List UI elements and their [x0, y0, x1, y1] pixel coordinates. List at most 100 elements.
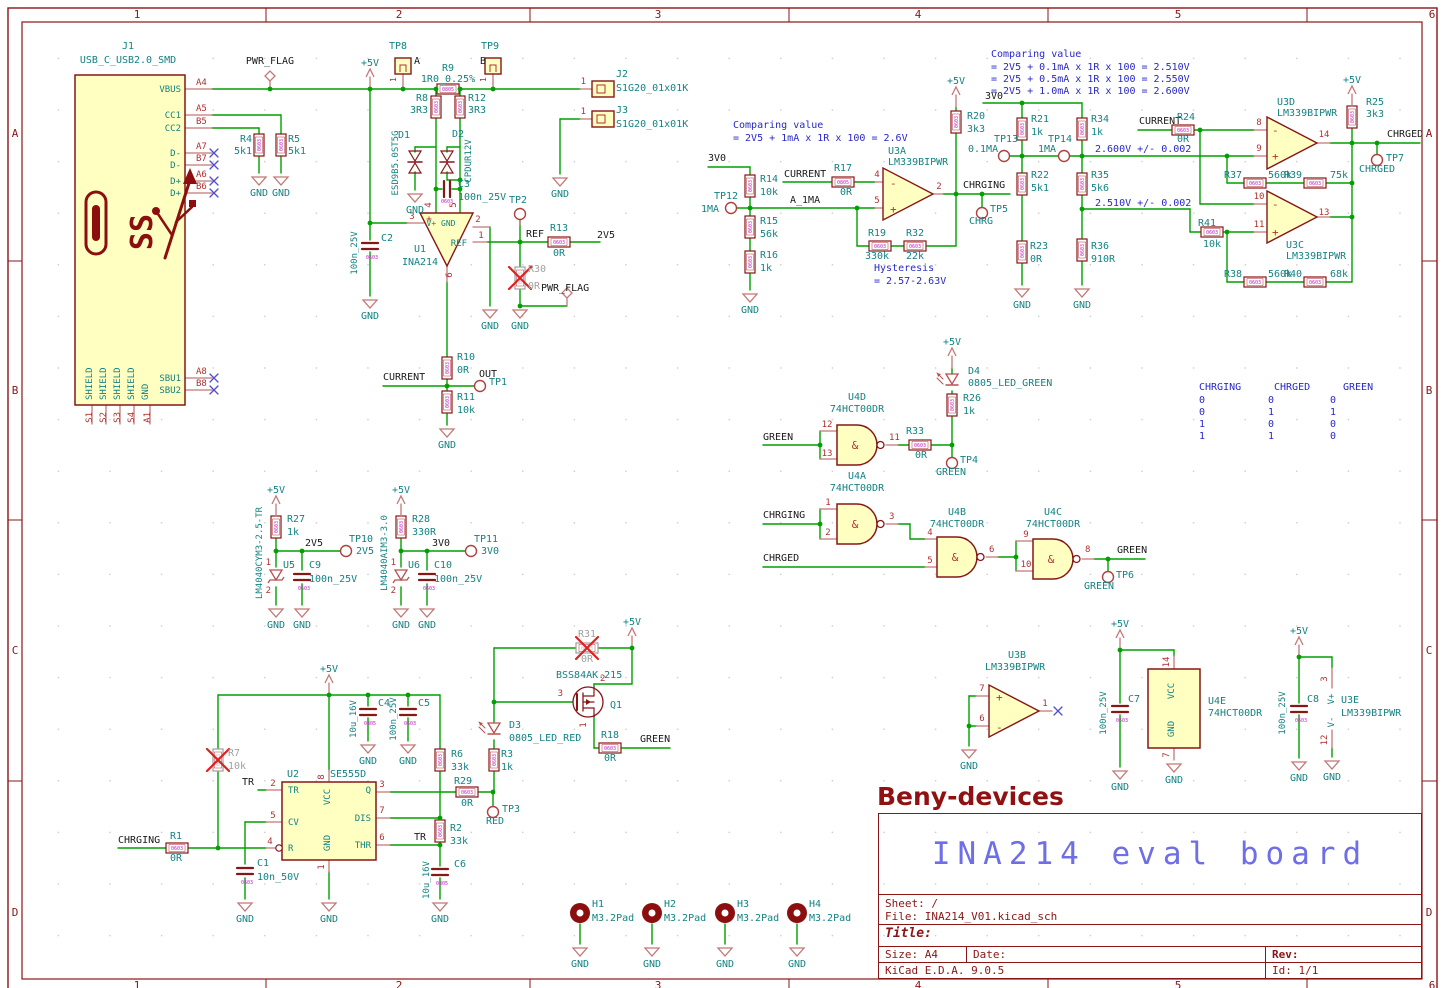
led-ray[interactable] — [936, 377, 944, 385]
text-layer[interactable]: J1USB_C_USB2.0_SMDVBUSCC1CC2D-D-D+D+SBU1… — [80, 41, 1423, 924]
schematic-label[interactable]: 2 — [936, 182, 941, 192]
schematic-label[interactable]: 5 — [449, 202, 459, 207]
schematic-label[interactable]: 1 — [479, 77, 488, 82]
schematic-label[interactable]: B — [480, 56, 486, 67]
schematic-label[interactable]: 4 — [267, 837, 272, 847]
schematic-label[interactable]: 0R — [170, 853, 183, 864]
nc-x[interactable] — [1053, 706, 1063, 716]
gnd-symbol[interactable]: GND — [643, 947, 661, 970]
nand-gate-symbol[interactable] — [1032, 538, 1081, 580]
schematic-label[interactable]: 100n_25V — [350, 231, 360, 275]
schematic-label[interactable]: Comparing value — [733, 120, 823, 131]
schematic-label[interactable]: S1 — [85, 412, 95, 423]
schematic-label[interactable]: D3 — [509, 720, 521, 731]
schematic-label[interactable]: R11 — [457, 392, 475, 403]
schematic-label[interactable]: U4A — [848, 471, 866, 482]
usb-trident-branch[interactable] — [156, 212, 174, 237]
schematic-label[interactable]: CURRENT — [1139, 116, 1181, 127]
schematic-label[interactable]: TP6 — [1116, 570, 1134, 581]
schematic-label[interactable]: R16 — [760, 250, 778, 261]
schematic-label[interactable]: 1 — [581, 77, 586, 87]
schematic-label[interactable]: C2 — [381, 233, 393, 244]
schematic-label[interactable]: TP1 — [489, 377, 507, 388]
schematic-label[interactable]: 2 — [266, 586, 271, 596]
schematic-label[interactable]: CC1 — [165, 111, 181, 121]
gnd-symbol[interactable]: GND — [788, 947, 806, 970]
usb-logo-icon[interactable]: SS — [84, 168, 197, 260]
tvs-diode-symbol[interactable] — [407, 150, 423, 174]
schematic-label[interactable]: - — [1272, 198, 1279, 211]
schematic-label[interactable]: CHRGED — [1359, 164, 1395, 175]
schematic-label[interactable]: 10 — [1254, 192, 1265, 202]
schematic-label[interactable]: R13 — [550, 223, 568, 234]
schematic-label[interactable]: 0R — [581, 654, 594, 665]
schematic-label[interactable]: 10k — [228, 761, 246, 772]
schematic-label[interactable]: 4 — [424, 202, 434, 207]
schematic-label[interactable]: 74HCT00DR — [930, 519, 985, 530]
schematic-label[interactable]: REF — [526, 229, 544, 240]
schematic-label[interactable]: GREEN — [640, 734, 670, 745]
schematic-label[interactable]: TP3 — [502, 804, 520, 815]
schematic-label[interactable]: REF — [451, 239, 467, 249]
schematic-label[interactable]: R32 — [906, 228, 924, 239]
schematic-label[interactable]: 1k — [1031, 127, 1043, 138]
plus5v-symbol[interactable]: +5V — [947, 76, 965, 108]
schematic-label[interactable]: B6 — [196, 182, 207, 192]
schematic-label[interactable]: LM339BIPWR — [888, 157, 949, 168]
schematic-label[interactable]: D+ — [170, 189, 181, 199]
schematic-label[interactable]: TP5 — [990, 204, 1008, 215]
schematic-label[interactable]: 74HCT00DR — [1208, 708, 1263, 719]
schematic-label[interactable]: TP10 — [349, 534, 373, 545]
schematic-label[interactable]: 74HCT00DR — [830, 404, 885, 415]
schematic-label[interactable]: 74HCT00DR — [1026, 519, 1081, 530]
schematic-label[interactable]: CPDUR12V — [464, 139, 474, 183]
schematic-label[interactable]: 5 — [927, 556, 932, 566]
schematic-label[interactable]: 100n_25V — [309, 574, 357, 585]
capacitor-symbol[interactable]: 0603 — [417, 572, 437, 592]
plus5v-symbol[interactable]: +5V — [1343, 75, 1361, 107]
schematic-label[interactable]: 1 — [391, 558, 396, 568]
schematic-label[interactable]: ESD9B5.0ST5G — [391, 130, 401, 195]
schematic-label[interactable]: LM339BIPWR — [1341, 708, 1402, 719]
test-point[interactable] — [975, 206, 989, 220]
schematic-label[interactable]: 5 — [874, 196, 879, 206]
schematic-label[interactable]: TP7 — [1386, 153, 1404, 164]
schematic-label[interactable]: 100n_25V — [458, 192, 506, 203]
schematic-label[interactable]: 6 — [445, 272, 455, 277]
schematic-label[interactable]: SHIELD — [113, 367, 123, 400]
schematic-label[interactable]: B5 — [196, 117, 207, 127]
schematic-label[interactable]: H4 — [809, 899, 821, 910]
test-point[interactable] — [473, 379, 487, 393]
schematic-label[interactable]: 10k — [457, 405, 475, 416]
resistor-symbol[interactable]: 0603 — [744, 215, 756, 239]
test-point[interactable] — [724, 201, 738, 215]
resistor-symbol[interactable]: 0603 — [395, 515, 407, 539]
schematic-label[interactable]: U3B — [1008, 650, 1026, 661]
schematic-label[interactable]: RED — [486, 816, 504, 827]
schematic-label[interactable]: = 2V5 + 1mA x 1R x 100 = 2.6V — [733, 133, 908, 144]
resistor-symbol[interactable]: 0603 — [270, 515, 282, 539]
resistor-symbol[interactable]: 0603 — [1016, 240, 1028, 264]
schematic-label[interactable]: R7 — [228, 748, 240, 759]
schematic-label[interactable]: 2V5 — [356, 546, 374, 557]
resistor-symbol[interactable]: 0603 — [547, 236, 571, 248]
led-symbol[interactable] — [936, 372, 960, 386]
schematic-label[interactable]: A5 — [196, 104, 207, 114]
schematic-label[interactable]: 8 — [1256, 118, 1261, 128]
gnd-symbol[interactable]: GND — [1073, 288, 1091, 311]
schematic-label[interactable]: CC2 — [165, 124, 181, 134]
schematic-label[interactable]: H3 — [737, 899, 749, 910]
schematic-label[interactable]: 13 — [822, 449, 833, 459]
schematic-label[interactable]: R33 — [906, 426, 924, 437]
file-field[interactable]: File: INA214_V01.kicad_sch — [885, 910, 1058, 923]
schematic-label[interactable]: THR — [355, 841, 372, 851]
schematic-label[interactable]: + — [1272, 226, 1279, 239]
resistor-symbol[interactable]: 0603 — [275, 133, 287, 157]
schematic-label[interactable]: C5 — [418, 698, 430, 709]
schematic-label[interactable]: 1 — [579, 722, 589, 727]
capacitor-symbol[interactable]: 0805 — [358, 707, 378, 727]
schematic-label[interactable]: Comparing value — [991, 49, 1081, 60]
schematic-label[interactable]: C4 — [378, 698, 390, 709]
schematic-label[interactable]: 1k — [760, 263, 772, 274]
component-body[interactable] — [281, 781, 377, 861]
